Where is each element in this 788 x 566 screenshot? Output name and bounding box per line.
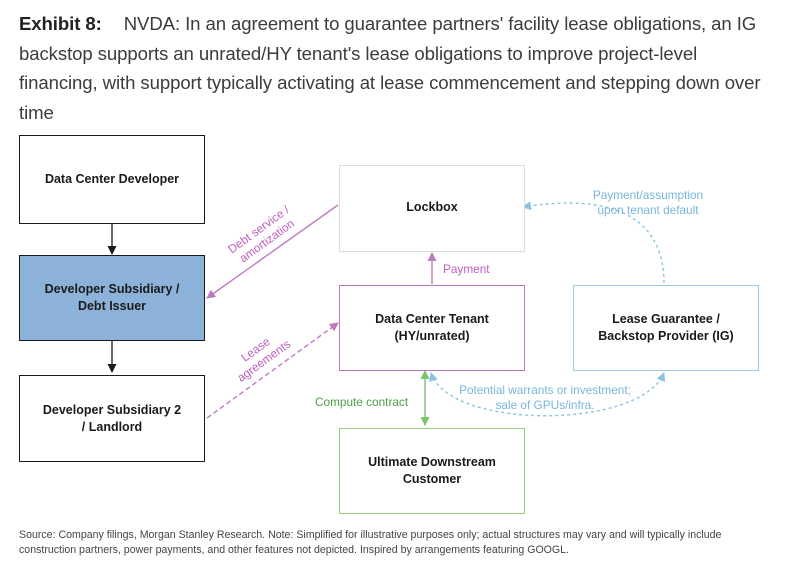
warrants-line2: sale of GPUs/infra. [495,397,595,412]
lockbox-box: Lockbox [339,165,525,252]
source-note: Source: Company filings, Morgan Stanley … [19,529,722,556]
tenant-name-label: Data Center Tenant [375,312,489,326]
payment-assumption-line2: upon tenant default [597,202,699,217]
downstream-customer-label: Ultimate Downstream Customer [368,455,496,486]
exhibit-label: Exhibit 8: [19,13,102,34]
lease-guarantee-box: Lease Guarantee / Backstop Provider (IG) [573,285,759,371]
developer-subsidiary-label: Developer Subsidiary / Debt Issuer [44,282,180,313]
developer-subsidiary-box: Developer Subsidiary / Debt Issuer [19,255,205,341]
downstream-customer-box: Ultimate Downstream Customer [339,428,525,514]
warrants-arrow [429,372,666,417]
lease-agreements-arrow [206,322,339,419]
payment-assumption-label: Payment/assumption upon tenant default [583,188,713,217]
payment-assumption-arrow [522,201,665,284]
warrants-label: Potential warrants or investment; sale o… [450,383,640,412]
debt-service-arrow [206,204,339,299]
payment-label: Payment [443,262,490,276]
data-center-developer-label: Data Center Developer [44,172,180,186]
lockbox-label: Lockbox [406,200,458,214]
data-center-tenant-box: Data Center Tenant (HY/unrated) [339,285,525,371]
landlord-label: Developer Subsidiary 2 / Landlord [42,402,182,434]
exhibit-title-text: NVDA: In an agreement to guarantee partn… [19,13,761,123]
payment-assumption-line1: Payment/assumption [592,188,704,202]
tenant-rating-label: (HY/unrated) [394,329,470,343]
exhibit-title: Exhibit 8:NVDA: In an agreement to guara… [19,9,771,127]
data-center-developer-box: Data Center Developer [19,135,205,224]
landlord-box: Developer Subsidiary 2 / Landlord [19,375,205,462]
lease-guarantee-label: Lease Guarantee / Backstop Provider (IG) [598,312,734,343]
compute-contract-label: Compute contract [315,395,409,409]
warrants-line1: Potential warrants or investment; [459,383,631,397]
